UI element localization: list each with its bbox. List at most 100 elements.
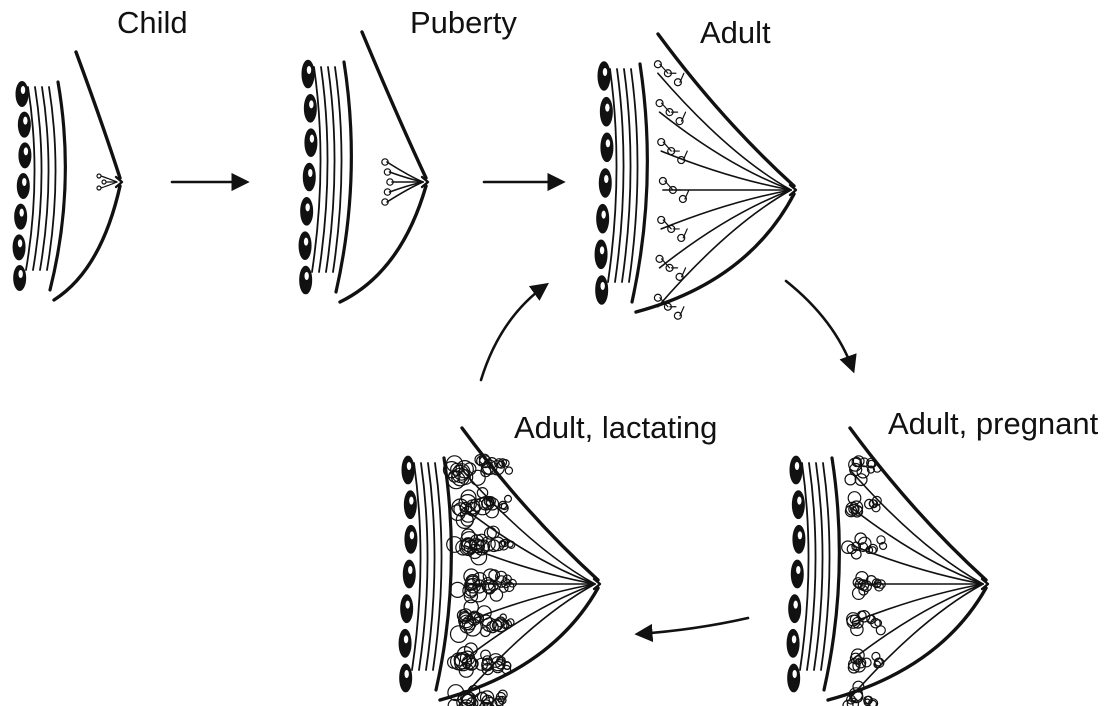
rib-highlight xyxy=(23,117,27,125)
rib-segment xyxy=(399,629,411,657)
rib-highlight xyxy=(305,203,309,211)
rib-highlight xyxy=(408,566,412,574)
rib-highlight xyxy=(409,497,413,505)
rib-highlight xyxy=(793,601,797,609)
rib-highlight xyxy=(18,239,22,247)
rib-segment xyxy=(404,491,416,519)
puberty-breast-illustration xyxy=(299,32,428,302)
child-breast-illustration xyxy=(13,52,122,300)
rib-highlight xyxy=(600,246,604,254)
rib-segment xyxy=(789,595,801,623)
rib-highlight xyxy=(404,635,408,643)
rib-highlight xyxy=(797,497,801,505)
rib-highlight xyxy=(792,670,796,678)
rib-segment xyxy=(792,491,804,519)
skin-outline-upper xyxy=(850,428,986,580)
alveolus xyxy=(448,656,460,668)
rib-highlight xyxy=(605,104,609,112)
rib-segment xyxy=(16,82,28,107)
alveolus xyxy=(451,626,468,643)
label-adult: Adult xyxy=(700,15,771,50)
rib-segment xyxy=(788,664,800,692)
rib-segment xyxy=(787,629,799,657)
skin-outline-upper xyxy=(362,32,426,178)
rib-segment xyxy=(791,560,803,588)
skin-outline-upper xyxy=(76,52,120,178)
rib-segment xyxy=(790,456,802,484)
rib-segment xyxy=(595,240,607,269)
rib-highlight xyxy=(21,86,25,94)
rib-segment xyxy=(299,232,311,260)
rib-highlight xyxy=(304,272,308,280)
rib-highlight xyxy=(310,135,314,143)
skin-outline-lower xyxy=(828,588,986,700)
rib-segment xyxy=(302,60,314,88)
label-adult-lactating: Adult, lactating xyxy=(514,410,717,445)
duct-bud xyxy=(102,180,106,184)
rib-segment xyxy=(402,456,414,484)
milk-duct xyxy=(387,182,423,202)
rib-highlight xyxy=(405,601,409,609)
milk-duct xyxy=(658,73,791,190)
rib-segment xyxy=(601,133,613,162)
duct-bud xyxy=(97,186,101,190)
rib-highlight xyxy=(795,462,799,470)
milk-duct xyxy=(462,470,595,584)
alveolus xyxy=(505,467,512,474)
rib-segment xyxy=(598,62,610,91)
rib-highlight xyxy=(792,635,796,643)
label-puberty: Puberty xyxy=(410,5,517,40)
rib-segment xyxy=(401,595,413,623)
rib-segment xyxy=(597,204,609,233)
rib-highlight xyxy=(308,169,312,177)
milk-duct xyxy=(850,584,983,698)
milk-duct xyxy=(101,182,117,188)
rib-segment xyxy=(17,174,29,199)
rib-highlight xyxy=(407,462,411,470)
milk-duct xyxy=(101,176,117,182)
skin-outline-lower xyxy=(440,588,598,700)
arrow-adult-to-pregnant xyxy=(786,281,853,370)
rib-segment xyxy=(400,664,412,692)
rib-segment xyxy=(15,204,27,229)
rib-segment xyxy=(305,129,317,157)
rib-segment xyxy=(301,198,313,226)
rib-segment xyxy=(596,276,608,305)
rib-segment xyxy=(304,95,316,123)
alveolus xyxy=(505,495,512,502)
rib-segment xyxy=(13,235,25,260)
rib-segment xyxy=(303,163,315,191)
rib-highlight xyxy=(309,100,313,108)
rib-segment xyxy=(405,525,417,553)
lactating-breast-illustration xyxy=(399,428,600,706)
rib-highlight xyxy=(796,566,800,574)
label-child: Child xyxy=(117,5,188,40)
rib-segment xyxy=(600,97,612,126)
rib-segment xyxy=(599,169,611,198)
duct-bud xyxy=(97,174,101,178)
rib-segment xyxy=(403,560,415,588)
rib-segment xyxy=(14,266,26,291)
rib-highlight xyxy=(603,68,607,76)
rib-segment xyxy=(793,525,805,553)
skin-outline-upper xyxy=(658,34,794,186)
alveolus xyxy=(862,658,871,667)
arrow-pregnant-to-lactating xyxy=(638,618,748,634)
rib-segment xyxy=(19,143,31,168)
rib-highlight xyxy=(601,211,605,219)
milk-duct xyxy=(850,470,983,584)
rib-highlight xyxy=(24,147,28,155)
rib-highlight xyxy=(304,238,308,246)
milk-duct xyxy=(387,162,423,182)
label-adult-pregnant: Adult, pregnant xyxy=(888,406,1099,441)
rib-highlight xyxy=(404,670,408,678)
rib-highlight xyxy=(410,531,414,539)
rib-highlight xyxy=(18,270,22,278)
rib-highlight xyxy=(19,209,23,217)
milk-duct xyxy=(658,190,791,307)
rib-highlight xyxy=(604,175,608,183)
pregnant-breast-illustration xyxy=(787,428,988,706)
arrow-lactating-to-adult xyxy=(481,285,546,380)
alveolus xyxy=(876,626,885,635)
